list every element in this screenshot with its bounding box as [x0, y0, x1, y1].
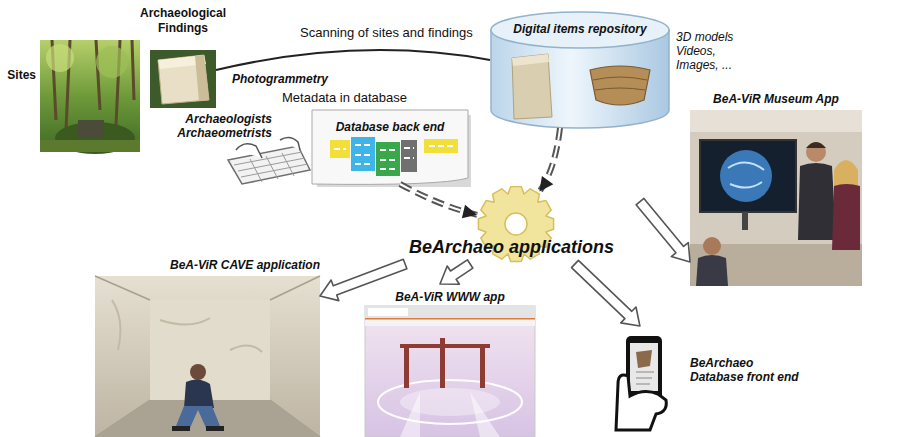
- keyboard-sketch: [228, 137, 310, 184]
- finding-node: Archaeological Findings: [150, 50, 216, 108]
- app-node: BeA-ViR WWW app: [365, 284, 535, 437]
- node-title: BeA-ViR WWW app: [365, 290, 535, 304]
- node-title: Archaeological Findings: [133, 6, 233, 36]
- site-node: Sites: [40, 40, 140, 152]
- annotation-label: Archaeologists Archaeometrists: [176, 112, 272, 140]
- node-title: BeArchaeo Database front end: [690, 356, 802, 384]
- annotation-label: Scanning of sites and findings: [300, 26, 473, 40]
- finding-photo: [150, 50, 216, 108]
- node-title: BeArchaeo applications: [383, 236, 640, 258]
- museum-photo: [690, 110, 862, 286]
- app-node: BeArchaeo Database front end: [612, 326, 802, 432]
- cave-photo: [95, 276, 320, 437]
- annotation-label: 3D models Videos, Images, ...: [676, 30, 738, 72]
- repository-node: Digital items repository: [490, 6, 670, 128]
- connector: [572, 260, 640, 326]
- dashed-link-inner: [539, 128, 560, 192]
- node-title: Database back end: [312, 120, 468, 134]
- connector: [320, 259, 407, 300]
- connector: [216, 50, 490, 70]
- hollow-arrow: [440, 260, 473, 285]
- connector: [400, 184, 477, 218]
- node-title: BeA-ViR CAVE application: [95, 258, 320, 272]
- hollow-arrow: [636, 198, 690, 262]
- site-photo: [40, 40, 140, 154]
- annotation-label: Metadata in database: [282, 91, 407, 105]
- node-title: BeA-ViR Museum App: [690, 92, 862, 106]
- dashed-link: [539, 128, 560, 192]
- arrow-head: [462, 205, 477, 219]
- database-node: Database back end: [312, 110, 468, 184]
- gear-node: BeArchaeo applications: [383, 186, 640, 264]
- node-title: Digital items repository: [490, 22, 670, 36]
- connector: [440, 260, 473, 285]
- node-title: Sites: [6, 68, 36, 82]
- hollow-arrow: [320, 259, 407, 300]
- database-paper: [312, 110, 471, 187]
- phone-icon: [616, 336, 666, 430]
- hollow-arrow: [572, 260, 640, 326]
- connector: [636, 198, 690, 262]
- edge-label: Photogrammetry: [232, 72, 328, 86]
- app-node: BeA-ViR CAVE application: [95, 276, 320, 437]
- repository-cylinder: [491, 12, 669, 128]
- app-node: BeA-ViR Museum App: [690, 92, 862, 286]
- connector: [539, 128, 560, 192]
- arrow-head: [539, 176, 553, 191]
- scan-line: [216, 50, 490, 70]
- web-screenshot: [365, 306, 535, 437]
